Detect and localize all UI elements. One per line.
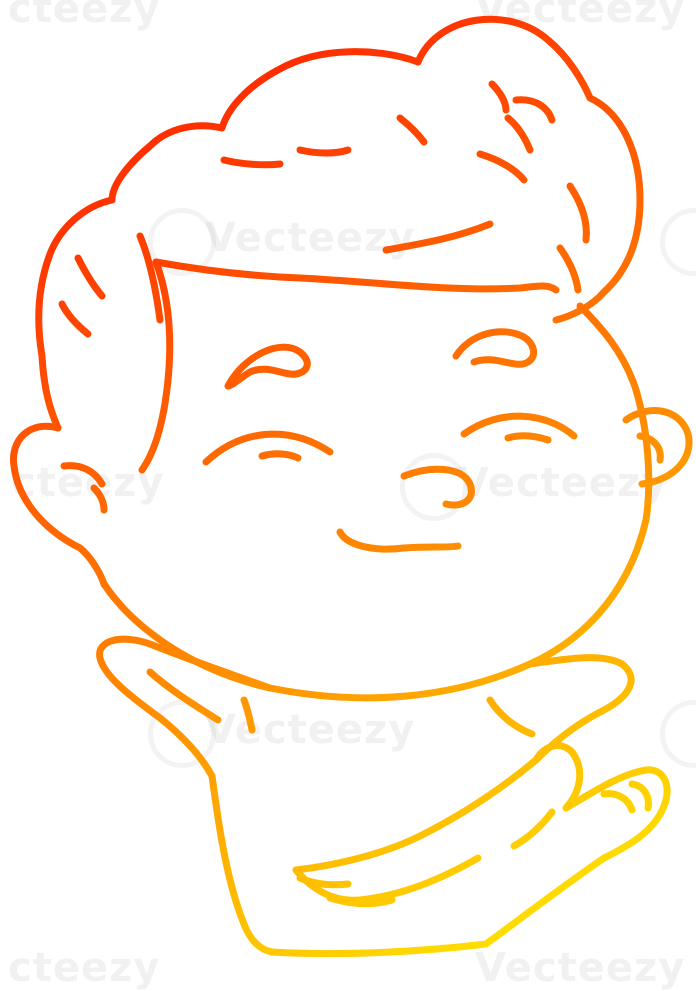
left-eyebrow	[224, 343, 311, 390]
left-ear	[10, 422, 108, 588]
arm-crease	[510, 808, 556, 850]
left-eye-lower	[258, 450, 302, 462]
hand-wrist	[482, 854, 608, 948]
forearm-bottom	[292, 854, 482, 904]
sideburn	[138, 258, 174, 474]
hair-strand	[296, 146, 352, 157]
hair-strand	[488, 80, 510, 114]
left-eye	[202, 430, 334, 466]
right-eye-lower	[504, 432, 552, 444]
neck-left	[240, 696, 256, 734]
torso-left-side	[208, 772, 276, 956]
right-eye	[460, 412, 578, 440]
hand-finger-1	[600, 790, 636, 814]
hair-strand	[512, 96, 556, 124]
hair-back-outline	[35, 48, 422, 432]
right-ear	[622, 407, 693, 488]
hair-strand	[74, 254, 106, 300]
hair-strand	[396, 114, 428, 146]
hair-strand	[382, 220, 494, 254]
hand-thumb	[532, 742, 584, 812]
nose	[400, 465, 475, 509]
hair-front-edge	[152, 258, 560, 294]
collar-right-fold	[486, 696, 536, 738]
hair-strand	[136, 232, 164, 324]
hair-strand	[556, 244, 582, 294]
hair-strand	[220, 156, 284, 169]
hair-strand	[58, 300, 92, 338]
hair-strand	[476, 150, 528, 184]
sleeve-fold	[296, 874, 352, 889]
collar-right	[526, 654, 635, 764]
sleeve-fold	[326, 894, 396, 908]
right-ear-inner	[636, 432, 664, 464]
torso-bottom	[268, 940, 490, 958]
hand-finger-2	[628, 780, 652, 812]
collar-left-fold	[146, 668, 222, 724]
forearm-top	[292, 756, 540, 874]
right-eyebrow	[452, 328, 538, 368]
collar-left	[96, 635, 274, 780]
face-outline	[100, 302, 653, 702]
left-ear-inner	[60, 462, 106, 488]
hand-palm	[562, 766, 671, 862]
hair-outline	[414, 15, 644, 324]
left-ear-inner-detail	[90, 484, 108, 514]
mouth	[336, 528, 462, 553]
hair-strand	[504, 114, 534, 154]
hair-strand	[566, 182, 590, 244]
